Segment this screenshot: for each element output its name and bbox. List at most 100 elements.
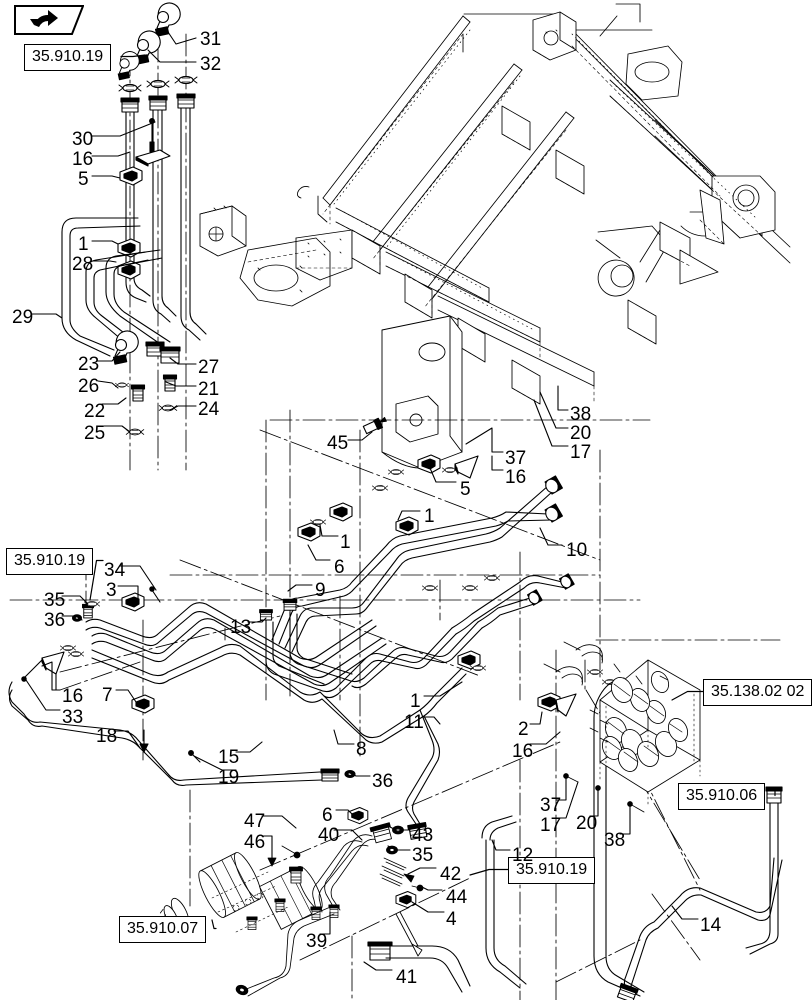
callout-leader-16 [91,151,131,157]
reference-box-35-138-02-02[interactable]: 35.138.02 02 [703,679,812,706]
callout-41[interactable]: 41 [396,967,418,988]
callout-35[interactable]: 35 [44,590,66,611]
callout-leader-15 [235,741,263,753]
callout-leader-17 [555,781,579,819]
callout-29[interactable]: 29 [12,307,34,328]
callout-leader-lines [25,31,699,971]
callout-10[interactable]: 10 [566,540,588,561]
callout-38[interactable]: 38 [604,830,626,851]
callout-1[interactable]: 1 [410,691,421,712]
callout-leader-6 [307,544,331,561]
callout-16[interactable]: 16 [512,741,534,762]
callout-25[interactable]: 25 [84,423,106,444]
callout-12[interactable]: 12 [512,845,534,866]
callout-20[interactable]: 20 [576,813,598,834]
callout-37[interactable]: 37 [540,795,562,816]
reference-leader [120,54,146,58]
callout-20[interactable]: 20 [570,423,592,444]
callout-leader-13 [247,617,267,623]
callout-5[interactable]: 5 [78,169,89,190]
callout-28[interactable]: 28 [72,254,94,275]
callout-1[interactable]: 1 [78,234,89,255]
callout-15[interactable]: 15 [218,747,240,768]
callout-1[interactable]: 1 [424,506,435,527]
callout-17[interactable]: 17 [570,442,592,463]
reference-box-35-910-19[interactable]: 35.910.19 [508,857,596,884]
callout-leader-31 [167,31,197,45]
callout-16[interactable]: 16 [62,686,84,707]
valve-manifold-block [543,641,701,813]
callout-31[interactable]: 31 [200,29,222,50]
callout-leader-4 [411,901,445,913]
callout-36[interactable]: 36 [44,610,66,631]
reference-box-35-910-19[interactable]: 35.910.19 [24,44,112,71]
callout-leader-36 [61,615,83,621]
callout-27[interactable]: 27 [198,357,220,378]
callout-46[interactable]: 46 [244,832,266,853]
callout-16[interactable]: 16 [72,149,94,170]
callout-38[interactable]: 38 [570,404,592,425]
callout-34[interactable]: 34 [104,560,126,581]
callout-26[interactable]: 26 [78,376,100,397]
callout-24[interactable]: 24 [198,399,220,420]
callout-37[interactable]: 37 [505,448,527,469]
callout-40[interactable]: 40 [318,825,340,846]
callout-leader-2 [529,711,543,725]
callout-4[interactable]: 4 [446,909,457,930]
callout-42[interactable]: 42 [440,864,462,885]
callout-45[interactable]: 45 [327,433,349,454]
direction-arrow-icon [14,5,85,35]
callout-47[interactable]: 47 [244,811,266,832]
callout-21[interactable]: 21 [198,379,220,400]
reference-box-35-910-06[interactable]: 35.910.06 [678,783,766,810]
callout-33[interactable]: 33 [62,707,84,728]
reference-leader [671,690,704,701]
callout-1[interactable]: 1 [340,532,351,553]
callout-leader-1 [91,240,119,245]
callout-11[interactable]: 11 [404,712,424,733]
callout-leader-10 [539,527,563,546]
callout-leader-42 [407,867,437,875]
reservoir-plate [381,315,463,469]
reference-leader [89,559,104,601]
center-clamp-group [297,417,619,717]
callout-leader-17 [533,399,569,447]
callout-22[interactable]: 22 [84,401,106,422]
callout-6[interactable]: 6 [322,805,333,826]
callout-leader-46 [261,835,273,863]
callout-3[interactable]: 3 [106,580,117,601]
callout-18[interactable]: 18 [96,726,118,747]
callout-leader-7 [115,689,137,703]
callout-leader-1 [397,510,421,521]
reference-leader [469,868,509,876]
callout-leader-38 [557,385,569,411]
callout-5[interactable]: 5 [460,479,471,500]
callout-17[interactable]: 17 [540,815,562,836]
callout-44[interactable]: 44 [446,887,468,908]
callout-39[interactable]: 39 [306,931,328,952]
callout-16[interactable]: 16 [505,467,527,488]
callout-leader-20 [589,789,599,817]
callout-7[interactable]: 7 [102,685,113,706]
callout-8[interactable]: 8 [356,739,367,760]
callout-leader-16 [491,455,504,471]
callout-13[interactable]: 13 [230,617,252,638]
callout-30[interactable]: 30 [72,129,94,150]
direction-of-travel-badge [14,5,85,35]
reference-box-35-910-07[interactable]: 35.910.07 [119,916,207,943]
callout-43[interactable]: 43 [412,825,434,846]
callout-36[interactable]: 36 [372,771,394,792]
callout-32[interactable]: 32 [200,54,222,75]
callout-2[interactable]: 2 [518,719,529,740]
callout-23[interactable]: 23 [78,354,100,375]
callout-35[interactable]: 35 [412,845,434,866]
callout-leader-39 [319,911,331,935]
callout-leader-5 [429,467,457,483]
callout-19[interactable]: 19 [218,767,240,788]
callout-leader-16 [41,661,61,691]
callout-6[interactable]: 6 [334,557,345,578]
callout-14[interactable]: 14 [700,915,722,936]
callout-9[interactable]: 9 [315,580,326,601]
reference-box-35-910-19[interactable]: 35.910.19 [6,548,94,575]
